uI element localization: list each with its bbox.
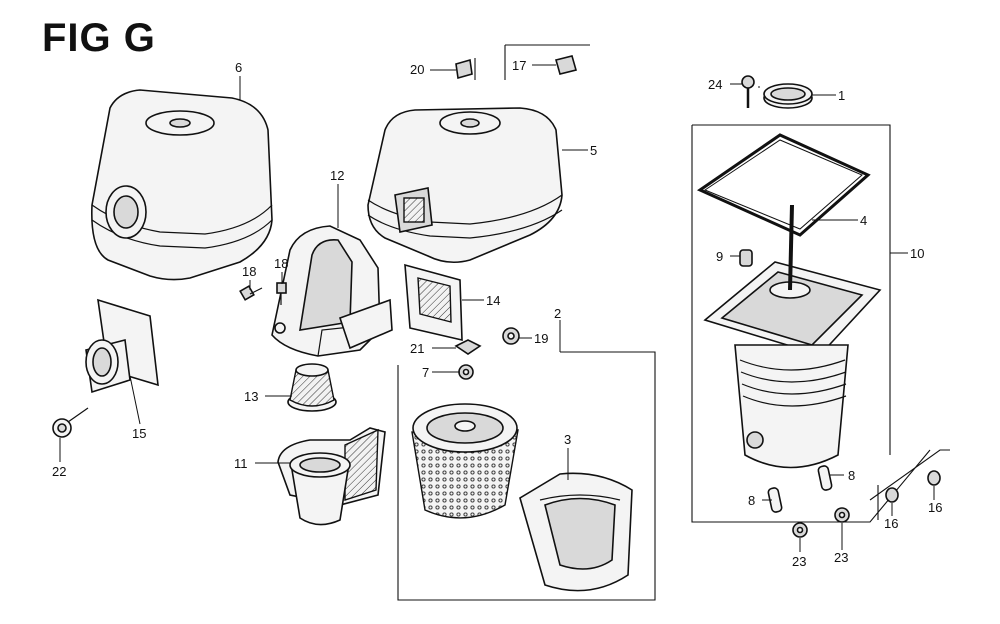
part-11-base (277, 427, 386, 526)
part-6-cover (91, 89, 273, 281)
part-20-clip (455, 58, 473, 80)
part-16-plug-left (885, 487, 899, 503)
frame-part-10 (691, 124, 931, 523)
callout-2: 2 (554, 306, 561, 321)
callout-11: 11 (234, 456, 248, 471)
part-24-screw (741, 75, 755, 108)
callout-20: 20 (410, 62, 424, 77)
callout-16-right: 16 (928, 500, 942, 515)
callout-21: 21 (410, 341, 424, 356)
callout-9: 9 (716, 249, 723, 264)
part-1-band (763, 83, 813, 109)
part-19-nut (502, 327, 520, 345)
callout-14: 14 (486, 293, 500, 308)
frame-part-2 (397, 351, 656, 601)
part-5-cover (367, 107, 563, 264)
part-17-clip (555, 55, 577, 75)
callout-13: 13 (244, 389, 258, 404)
callout-7: 7 (422, 365, 429, 380)
part-22-bolt (52, 407, 89, 438)
part-3-foam (519, 472, 633, 592)
leader-lines (59, 64, 935, 552)
callout-12: 12 (330, 168, 344, 183)
part-13-screen (287, 363, 337, 412)
callout-19: 19 (534, 331, 548, 346)
callout-3: 3 (564, 432, 571, 447)
part-12-elbow (271, 225, 393, 357)
callout-labels: 1 2 3 4 5 6 7 8 8 9 10 11 12 13 14 15 16… (52, 58, 942, 569)
callout-23-left: 23 (792, 554, 806, 569)
callout-16-left: 16 (884, 516, 898, 531)
callout-24: 24 (708, 77, 722, 92)
part-9-grommet (739, 249, 753, 267)
part-16-plug-right (927, 470, 941, 486)
part-8-pipe-left (767, 487, 783, 513)
callout-1: 1 (838, 88, 845, 103)
callout-6: 6 (235, 60, 242, 75)
callout-5: 5 (590, 143, 597, 158)
callout-18-right: 18 (274, 256, 288, 271)
part-8-pipe-right (817, 465, 833, 491)
part-10-case (703, 204, 882, 469)
figure-title: FIG G (42, 16, 156, 60)
part-23-nut-right (834, 507, 850, 523)
part-4-gasket (696, 133, 871, 237)
callout-8-right: 8 (848, 468, 855, 483)
callout-17: 17 (512, 58, 526, 73)
callout-22: 22 (52, 464, 66, 479)
part-18-bolt-left (239, 285, 263, 301)
callout-15: 15 (132, 426, 146, 441)
part-7-nut (458, 364, 474, 380)
callout-18-left: 18 (242, 264, 256, 279)
filter-element (411, 403, 519, 519)
part-15-adapter (85, 298, 159, 394)
callout-10: 10 (910, 246, 924, 261)
callout-23-right: 23 (834, 550, 848, 565)
part-14-gasket (404, 263, 463, 342)
part-21-wingnut (454, 339, 482, 355)
callout-8-left: 8 (748, 493, 755, 508)
callout-4: 4 (860, 213, 867, 228)
part-23-nut-left (792, 522, 808, 538)
